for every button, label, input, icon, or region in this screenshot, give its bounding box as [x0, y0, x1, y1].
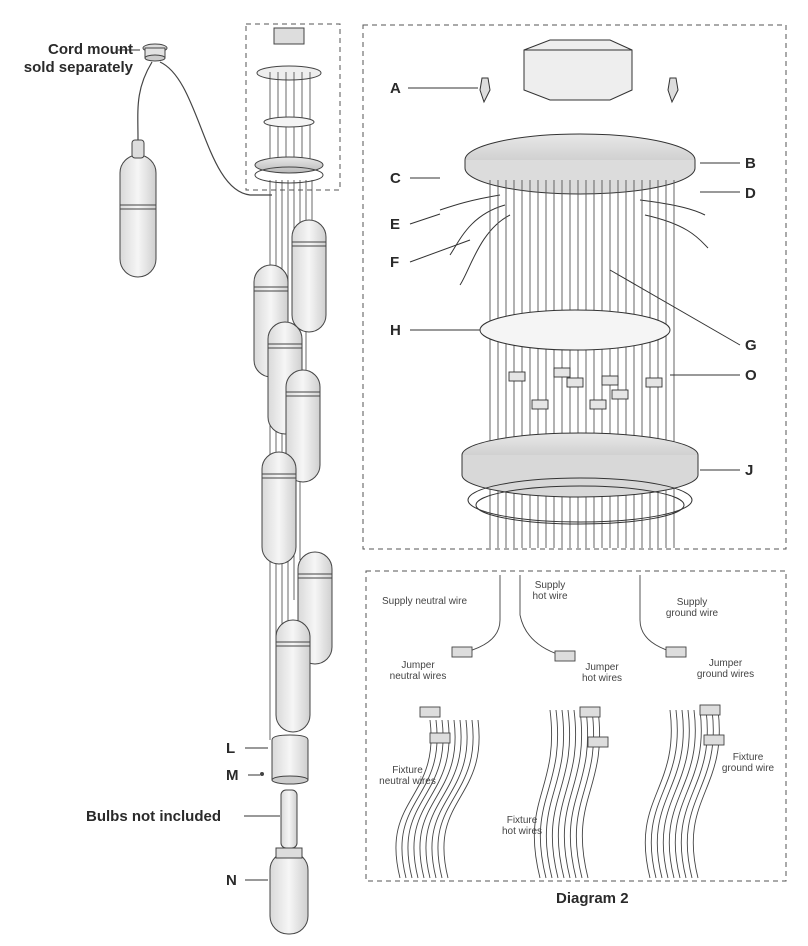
label-B: B [745, 155, 756, 172]
diagram2-title: Diagram 2 [556, 890, 629, 907]
leader-lines [120, 49, 741, 881]
socket-cup-O [508, 371, 526, 382]
socket-cup-O [611, 389, 629, 400]
wire-nut [703, 734, 725, 746]
wire-nut [419, 706, 441, 718]
pendant-group [253, 219, 333, 733]
fixture-wire [539, 709, 559, 879]
bulbs-note: Bulbs not included [86, 808, 221, 825]
fixture-wire [656, 709, 684, 879]
jumper-ground-label: Jumper ground wires [696, 658, 755, 680]
socket-cup-O [531, 399, 549, 410]
diagram2-frame [365, 570, 787, 882]
fixture-ground-label: Fixture ground wire [721, 752, 775, 774]
pendant-shade [275, 619, 311, 733]
fixture-wire [581, 709, 601, 879]
fixture-wire [563, 709, 583, 879]
wire-nut [451, 646, 473, 658]
label-G: G [745, 337, 757, 354]
cord-mount-label: Cord mount sold separately [23, 41, 133, 76]
label-E: E [390, 216, 401, 233]
supply-ground-label: Supply ground wire [665, 597, 719, 619]
socket-cup-O [601, 375, 619, 386]
supply-neutral-label: Supply neutral wire [382, 596, 468, 607]
label-A: A [390, 80, 401, 97]
label-F: F [390, 254, 400, 271]
fixture-wire [413, 719, 450, 879]
socket-cup-O [589, 399, 607, 410]
junction-box [523, 39, 633, 101]
socket-cup-O [553, 367, 571, 378]
canopy-assembly-small [254, 27, 324, 184]
jumper-neutral-label: Jumper neutral wires [389, 660, 447, 682]
set-screw-M [260, 772, 264, 776]
label-M: M [226, 767, 239, 784]
fixture-wire [437, 719, 474, 879]
fixture-wire [407, 719, 444, 879]
supply-neutral-wire [465, 575, 501, 653]
pendant-shade [291, 219, 327, 333]
fixture-wire [680, 709, 708, 879]
detail-frame-large [362, 24, 787, 550]
anchor-A-right [667, 77, 679, 104]
canopy-plate-B [464, 133, 696, 195]
label-L: L [226, 740, 236, 757]
fixture-wire [431, 719, 468, 879]
plate-H [479, 309, 671, 351]
cord [137, 61, 153, 141]
bulb [280, 789, 298, 849]
fixture-neutral-label: Fixture neutral wires [379, 765, 436, 787]
fixture-hot-label: Fixture hot wires [501, 815, 542, 837]
ring-J [461, 432, 699, 525]
supply-hot-label: Supply hot wire [532, 580, 568, 602]
wiring-diagram [395, 575, 725, 879]
label-O: O [745, 367, 757, 384]
fixture-wire [662, 709, 690, 879]
fixture-wire [425, 719, 462, 879]
wire-nut [665, 646, 687, 658]
fixture-wire [575, 709, 595, 879]
pendant-shade [261, 451, 297, 565]
pendant-L [271, 734, 309, 785]
fixture-wire [557, 709, 577, 879]
wire-connectors [439, 194, 709, 286]
label-H: H [390, 322, 401, 339]
label-J: J [745, 462, 754, 479]
wire-nut [579, 706, 601, 718]
wire-nut [699, 704, 721, 716]
socket-cup-O [566, 377, 584, 388]
detail-frame-small [245, 23, 341, 191]
fixture-wire [644, 709, 672, 879]
cord-to-canopy [159, 61, 272, 196]
fixture-wire [545, 709, 565, 879]
fixture-wire [395, 719, 432, 879]
pendant-shade [285, 369, 321, 483]
jumper-hot-label: Jumper hot wires [581, 662, 622, 684]
socket-cup-O [645, 377, 663, 388]
fixture-wire [419, 719, 456, 879]
shade-N [269, 847, 309, 935]
fixture-wire [443, 719, 480, 879]
wire-nut [429, 732, 451, 744]
fixture-wire [533, 709, 553, 879]
wire-nut [554, 650, 576, 662]
anchor-A-left [479, 77, 491, 104]
single-pendant [119, 139, 157, 278]
label-D: D [745, 185, 756, 202]
fixture-wire [668, 709, 696, 879]
label-C: C [390, 170, 401, 187]
label-N: N [226, 872, 237, 889]
fixture-wire [650, 709, 678, 879]
fixture-wire [674, 709, 702, 879]
fixture-wire [401, 719, 438, 879]
wire-nut [587, 736, 609, 748]
fixture-wire [551, 709, 571, 879]
fixture-wire [569, 709, 589, 879]
